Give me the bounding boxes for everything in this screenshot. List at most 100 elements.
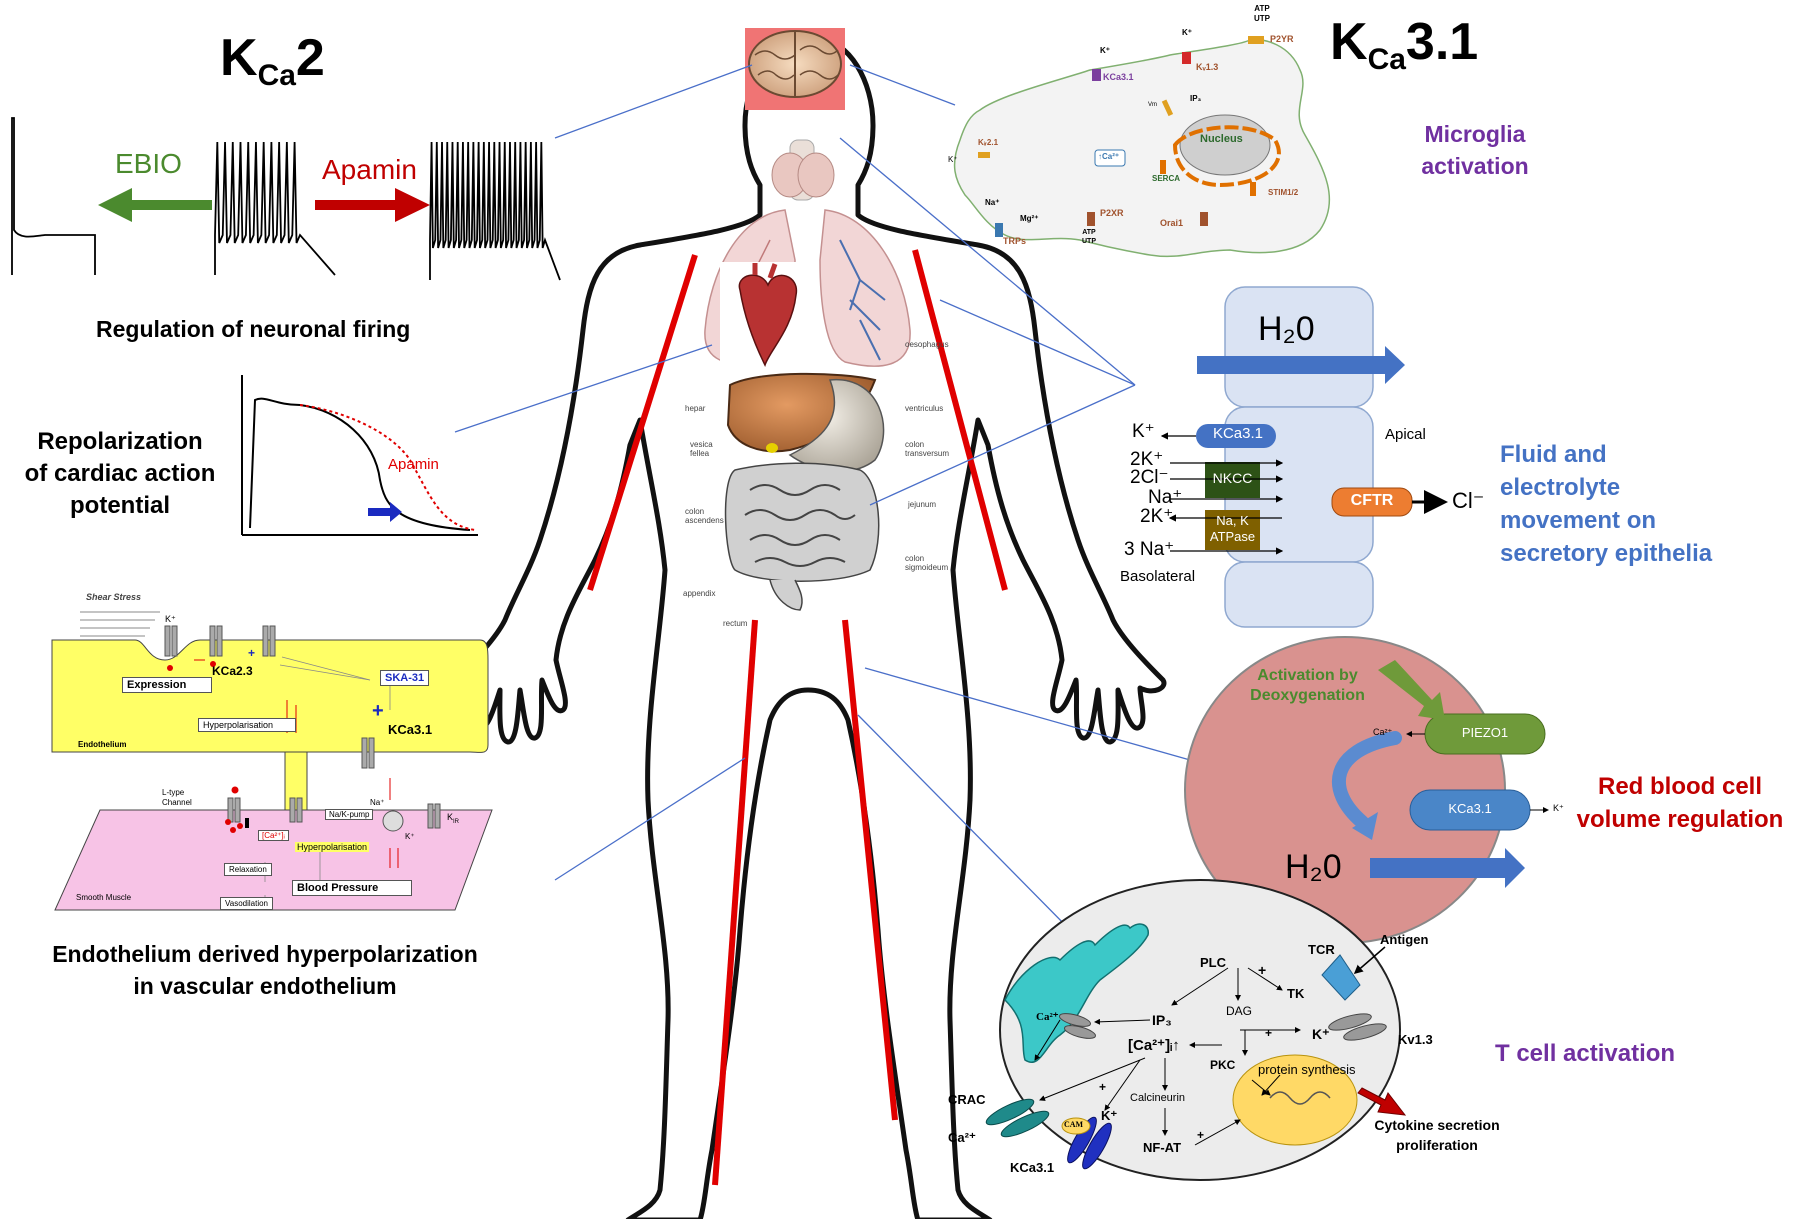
mg-k-label-1: K⁺ bbox=[1182, 28, 1192, 37]
rbc-h2o-label: H₂0 bbox=[1285, 848, 1342, 886]
tcell-kv13-label: Kv1.3 bbox=[1398, 1032, 1433, 1047]
tcell-plus-3: + bbox=[1099, 1080, 1107, 1094]
heart-illustration bbox=[720, 262, 810, 372]
ebio-arrow bbox=[98, 188, 212, 222]
brain-illustration bbox=[745, 28, 845, 110]
na-k-pump-box: Na/K-pump bbox=[325, 809, 374, 820]
nkcc-label: NKCC bbox=[1212, 470, 1253, 486]
cytokine-label: Cytokine secretion proliferation bbox=[1374, 1117, 1500, 1153]
edh-diagram bbox=[51, 611, 493, 911]
serca-label: SERCA bbox=[1152, 174, 1181, 183]
kca31-title: KCa3.1 bbox=[1330, 13, 1479, 76]
relaxation-box: Relaxation bbox=[224, 863, 272, 876]
mg-na-label: Na⁺ bbox=[985, 198, 1000, 207]
cardiac-apamin-label: Apamin bbox=[388, 456, 439, 473]
rbc-k-label: K⁺ bbox=[1553, 803, 1564, 813]
two-cl-label: 2Cl⁻ bbox=[1130, 467, 1169, 488]
kca2-title: KCa2 bbox=[220, 29, 325, 92]
p2xr-label: P2XR bbox=[1100, 208, 1124, 218]
cftr-cl-label: Cl⁻ bbox=[1452, 488, 1485, 513]
ventriculus-label: ventriculus bbox=[905, 404, 944, 413]
kca23-label: KCa2.3 bbox=[212, 664, 253, 678]
mg-kca31-label: KCa3.1 bbox=[1103, 72, 1134, 82]
tcell-caption: T cell activation bbox=[1495, 1040, 1676, 1067]
ska31-plus: + bbox=[372, 700, 384, 722]
epi-k-label: K⁺ bbox=[1132, 421, 1155, 442]
vm-label: Vm bbox=[1148, 102, 1157, 108]
edh-kca31-label: KCa3.1 bbox=[388, 722, 433, 737]
vessel-right-leg bbox=[842, 619, 898, 1121]
hyperpolarisation-2-label: Hyperpolarisation bbox=[295, 842, 370, 852]
plc-label: PLC bbox=[1200, 955, 1226, 970]
protein-synthesis-label: protein synthesis bbox=[1258, 1062, 1356, 1077]
mg-mg-label: Mg²⁺ bbox=[1020, 214, 1039, 223]
kca23-plus: + bbox=[248, 646, 256, 660]
ska31-box: SKA-31 bbox=[380, 670, 430, 686]
tcell-ca2-label: Ca²⁺ bbox=[948, 1130, 976, 1145]
p2yr-label: P2YR bbox=[1270, 34, 1294, 44]
three-na-label: 3 Na⁺ bbox=[1124, 539, 1175, 560]
intestines-illustration bbox=[724, 462, 880, 611]
epithelia-h2o-label: H₂0 bbox=[1258, 310, 1315, 348]
vessel-left-leg bbox=[712, 619, 758, 1186]
hyperpolarisation-box: Hyperpolarisation bbox=[198, 718, 296, 732]
vessel-right-arm bbox=[912, 249, 1008, 591]
nucleus-label: Nucleus bbox=[1200, 133, 1243, 145]
trps-label: TRPs bbox=[1003, 236, 1027, 246]
tcell-k-label-2: K⁺ bbox=[1101, 1108, 1118, 1123]
neuronal-firing-traces bbox=[11, 117, 561, 281]
apamin-label: Apamin bbox=[322, 154, 417, 185]
vessel-left-arm bbox=[587, 254, 698, 591]
epi-na-label: Na⁺ bbox=[1148, 487, 1183, 508]
tcell-plus-1: + bbox=[1258, 962, 1267, 978]
ebio-label: EBIO bbox=[115, 148, 182, 179]
dag-label: DAG bbox=[1226, 1004, 1253, 1018]
atp-utp-top-label: ATP UTP bbox=[1254, 4, 1270, 23]
tcell-k-label: K⁺ bbox=[1312, 1026, 1330, 1042]
microglia-caption: Microglia activation bbox=[1421, 121, 1529, 179]
nfat-label: NF-AT bbox=[1143, 1140, 1182, 1155]
tcell-ca-er-label: Ca²⁺ bbox=[1036, 1011, 1059, 1023]
tcell-ca-i-label: [Ca²⁺]ᵢ↑ bbox=[1128, 1037, 1180, 1054]
rectum-label: rectum bbox=[723, 619, 748, 628]
edh-na-label: Na⁺ bbox=[370, 798, 385, 807]
atp-utp-bottom-label: ATP UTP bbox=[1082, 229, 1096, 245]
tcell-kca31-label: KCa3.1 bbox=[1010, 1160, 1055, 1175]
rbc-kca31-label: KCa3.1 bbox=[1448, 801, 1492, 816]
tcr-label: TCR bbox=[1308, 942, 1335, 957]
crac-label: CRAC bbox=[948, 1092, 986, 1107]
two-k-label: 2K⁺ bbox=[1130, 449, 1164, 470]
edh-caption: Endothelium derived hyperpolarization in… bbox=[52, 941, 478, 999]
orai1-label: Orai1 bbox=[1160, 218, 1184, 228]
hepar-label: hepar bbox=[685, 404, 706, 413]
connector-lines bbox=[454, 64, 1191, 936]
ca-i-box: [Ca²⁺]ᵢ bbox=[258, 830, 289, 841]
mg-ca-label: ↑Ca²⁺ bbox=[1098, 152, 1120, 161]
jejunum-label: jejunum bbox=[908, 500, 937, 509]
kv13-label: Kᵥ1.3 bbox=[1196, 62, 1219, 72]
tcell-ip3-label: IP₃ bbox=[1152, 1012, 1172, 1028]
tk-label: TK bbox=[1287, 986, 1305, 1001]
blood-pressure-box: Blood Pressure bbox=[292, 880, 412, 896]
deoxygenation-label: Activation by Deoxygenation bbox=[1250, 667, 1365, 704]
kir21-label: Kᵢᵣ2.1 bbox=[978, 138, 999, 147]
cardiac-ap-plot bbox=[241, 375, 478, 536]
mg-ip3-label: IP₃ bbox=[1190, 94, 1202, 103]
apical-label: Apical bbox=[1385, 426, 1426, 443]
oesophagus-label: oesophagus bbox=[905, 340, 949, 349]
mg-k-label-3: K⁺ bbox=[948, 155, 958, 164]
edh-k-label: K⁺ bbox=[165, 614, 176, 624]
endothelium-label: Endothelium bbox=[78, 740, 127, 749]
cam-label: CAM bbox=[1064, 1120, 1084, 1129]
microglia-cell bbox=[953, 36, 1331, 258]
piezo1-label: PIEZO1 bbox=[1461, 725, 1509, 740]
apamin-arrow bbox=[315, 188, 430, 222]
appendix-label: appendix bbox=[683, 589, 716, 598]
tcell-plus-2: + bbox=[1265, 1026, 1273, 1040]
